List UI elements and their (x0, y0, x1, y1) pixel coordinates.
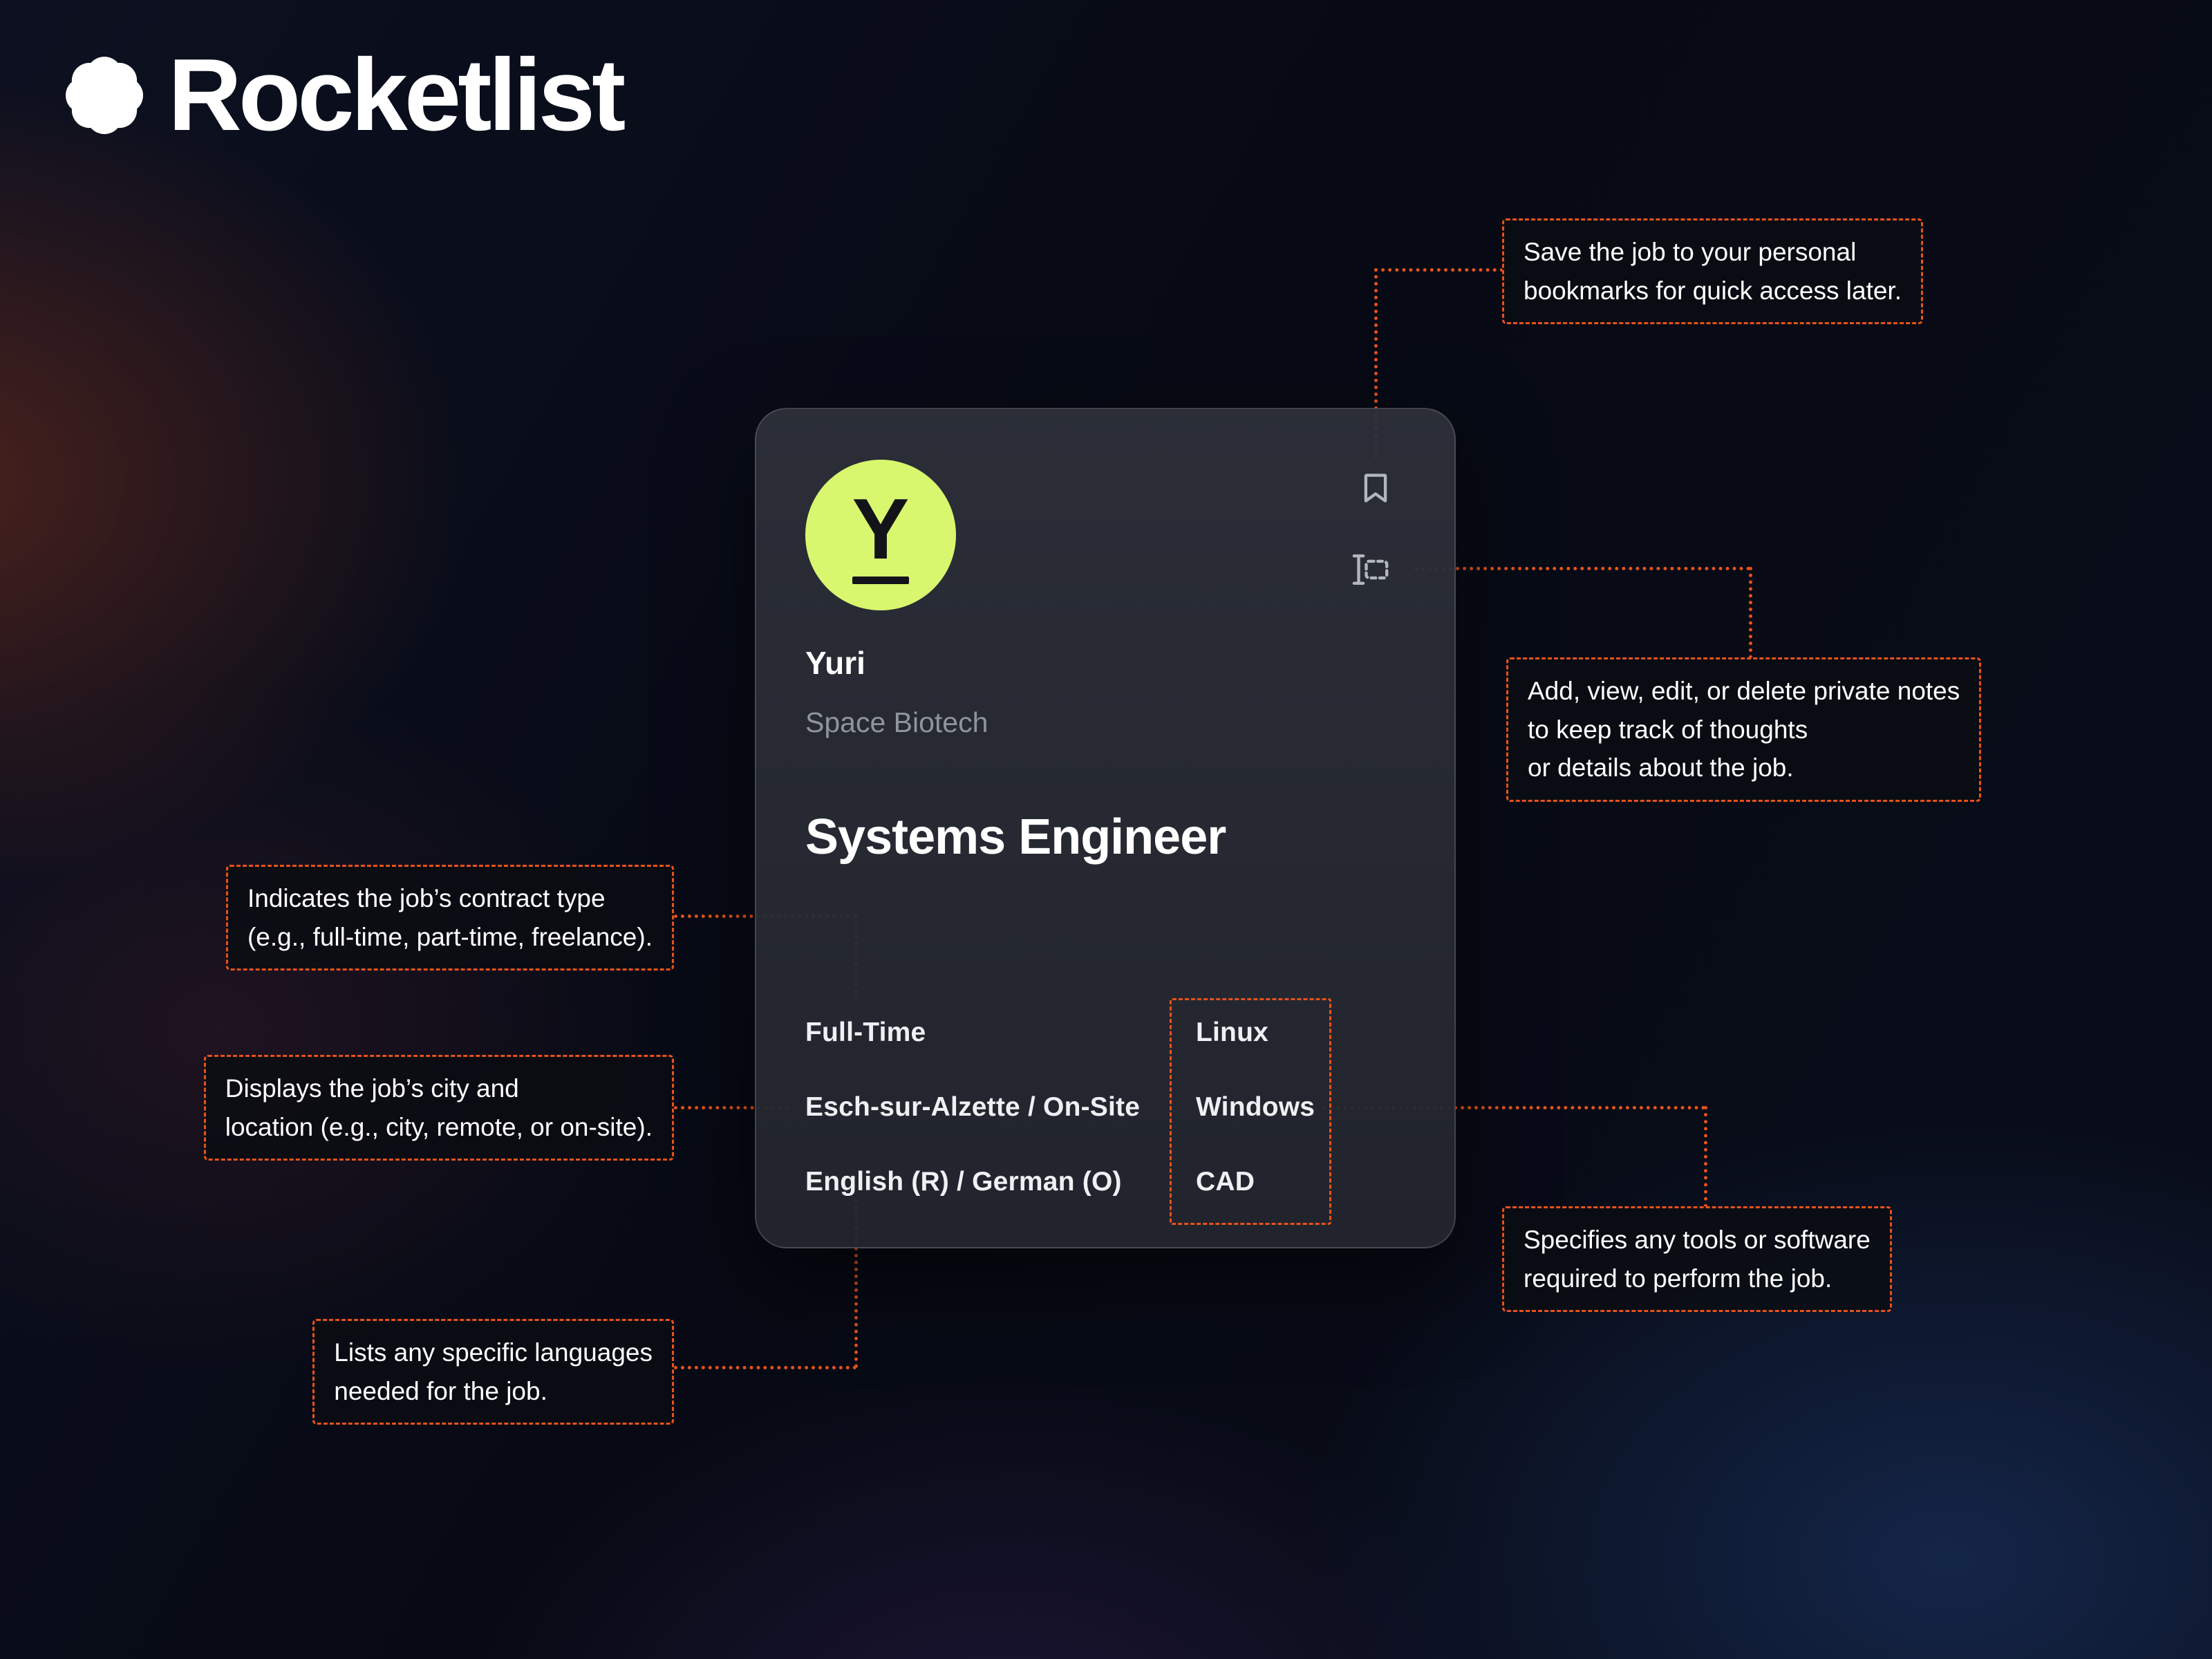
avatar-underline (852, 576, 909, 584)
company-name: Space Biotech (805, 706, 988, 738)
callout-contract-type: Indicates the job’s contract type (e.g.,… (225, 865, 674, 971)
contract-type: Full-Time (805, 1018, 926, 1047)
bookmark-button[interactable] (1347, 459, 1405, 517)
candidate-name: Yuri (805, 645, 865, 681)
callout-languages: Lists any specific languages needed for … (312, 1319, 674, 1425)
avatar-letter: Y (852, 481, 910, 577)
avatar: Y (805, 460, 956, 610)
tool-item: Windows (1196, 1092, 1315, 1122)
connector-line (1374, 268, 1503, 272)
brand: Rocketlist (66, 38, 626, 152)
job-languages: English (R) / German (O) (805, 1167, 1122, 1197)
connector-line (674, 1106, 789, 1109)
notes-button[interactable] (1341, 541, 1399, 599)
callout-bookmark: Save the job to your personal bookmarks … (1502, 218, 1923, 324)
job-card: Y Yuri Space Biotech Systems Engineer Fu… (755, 408, 1456, 1248)
job-title: Systems Engineer (805, 809, 1226, 865)
connector-line (1414, 567, 1750, 570)
notes-icon (1352, 554, 1389, 585)
job-location: Esch-sur-Alzette / On-Site (805, 1092, 1141, 1122)
connector-line (674, 1366, 856, 1369)
callout-notes: Add, view, edit, or delete private notes… (1506, 657, 1982, 802)
connector-line (1323, 1106, 1705, 1109)
callout-tools: Specifies any tools or software required… (1502, 1206, 1892, 1312)
tool-item: Linux (1196, 1018, 1268, 1047)
connector-line (1704, 1106, 1707, 1208)
connector-line (854, 1199, 858, 1368)
brand-name: Rocketlist (168, 38, 626, 152)
connector-line (1749, 567, 1752, 659)
bookmark-icon (1364, 474, 1387, 503)
tools-highlight-box (1170, 998, 1331, 1225)
tool-item: CAD (1196, 1167, 1255, 1197)
callout-location: Displays the job’s city and location (e.… (203, 1055, 674, 1161)
rocketlist-logo-icon (66, 57, 143, 134)
connector-line (1374, 268, 1378, 458)
